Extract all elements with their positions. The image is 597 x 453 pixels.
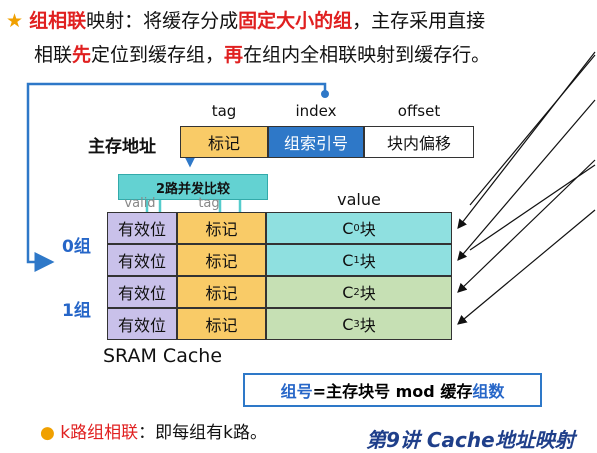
footer-title: 第9讲 Cache地址映射 — [366, 428, 575, 452]
block-index: 0 — [353, 222, 360, 234]
block-letter: C — [342, 218, 354, 238]
valid-bit: 有效位 — [107, 308, 177, 340]
tag-cell: 标记 — [177, 276, 266, 308]
header-offset: offset — [397, 102, 441, 120]
tag-cell: 标记 — [177, 308, 266, 340]
intro-text-4: 定位到缓存组， — [91, 44, 225, 66]
address-index-field: 组索引号 — [268, 126, 364, 158]
address-offset-field: 块内偏移 — [364, 126, 474, 158]
formula-group-no: 组号 — [280, 382, 313, 401]
first-highlight: 先 — [72, 44, 92, 66]
intro-line-2: 相联先定位到缓存组，再在组内全相联映射到缓存行。 — [34, 40, 490, 67]
group-formula: 组号=主存块号 mod 缓存组数 — [243, 373, 542, 407]
tag-cell: 标记 — [177, 212, 266, 244]
valid-bit: 有效位 — [107, 212, 177, 244]
parallel-compare-label: 2路并发比较 — [118, 174, 268, 200]
block-letter: C — [342, 314, 354, 334]
block-suffix: 块 — [359, 220, 376, 239]
group-0-label: 0组 — [62, 237, 91, 257]
intro-line-1: ★ 组相联映射：将缓存分成固定大小的组，主存采用直接 — [6, 6, 485, 33]
block-index: 2 — [353, 286, 360, 298]
group-1-label: 1组 — [62, 301, 91, 321]
valid-bit: 有效位 — [107, 244, 177, 276]
header-tag: tag — [211, 102, 237, 120]
block-suffix: 块 — [359, 284, 376, 303]
block-suffix: 块 — [359, 252, 376, 271]
block-letter: C — [342, 282, 354, 302]
bullet-lead: k路组相联 — [60, 423, 139, 443]
cache-header-tag: tag — [198, 196, 220, 211]
bullet-dot-icon: ● — [40, 423, 55, 443]
cache-header-valid: valid — [124, 196, 156, 211]
block-index: 3 — [353, 318, 360, 330]
bullet-line: ● k路组相联：即每组有k路。 — [40, 418, 267, 443]
address-tag-field: 标记 — [180, 126, 268, 158]
cache-caption: SRAM Cache — [103, 345, 223, 367]
block-letter: C — [342, 250, 354, 270]
header-index: index — [295, 102, 337, 120]
intro-text-5: 在组内全相联映射到缓存行。 — [243, 44, 491, 66]
intro-text-2: ，主存采用直接 — [352, 10, 486, 32]
tag-cell: 标记 — [177, 244, 266, 276]
fixed-size-highlight: 固定大小的组 — [238, 10, 353, 32]
address-label: 主存地址 — [88, 137, 156, 157]
intro-text-1: 映射：将缓存分成 — [86, 10, 239, 32]
cache-header-value: value — [337, 190, 381, 209]
block-suffix: 块 — [359, 316, 376, 335]
star-icon: ★ — [6, 10, 24, 32]
intro-text-3: 相联 — [34, 44, 73, 66]
bullet-text: ：即每组有k路。 — [138, 423, 267, 443]
valid-bit: 有效位 — [107, 276, 177, 308]
term-highlight: 组相联 — [29, 10, 87, 32]
block-index: 1 — [353, 254, 360, 266]
then-highlight: 再 — [224, 44, 244, 66]
formula-group-count: 组数 — [472, 382, 505, 401]
formula-mid: =主存块号 mod 缓存 — [312, 382, 473, 401]
